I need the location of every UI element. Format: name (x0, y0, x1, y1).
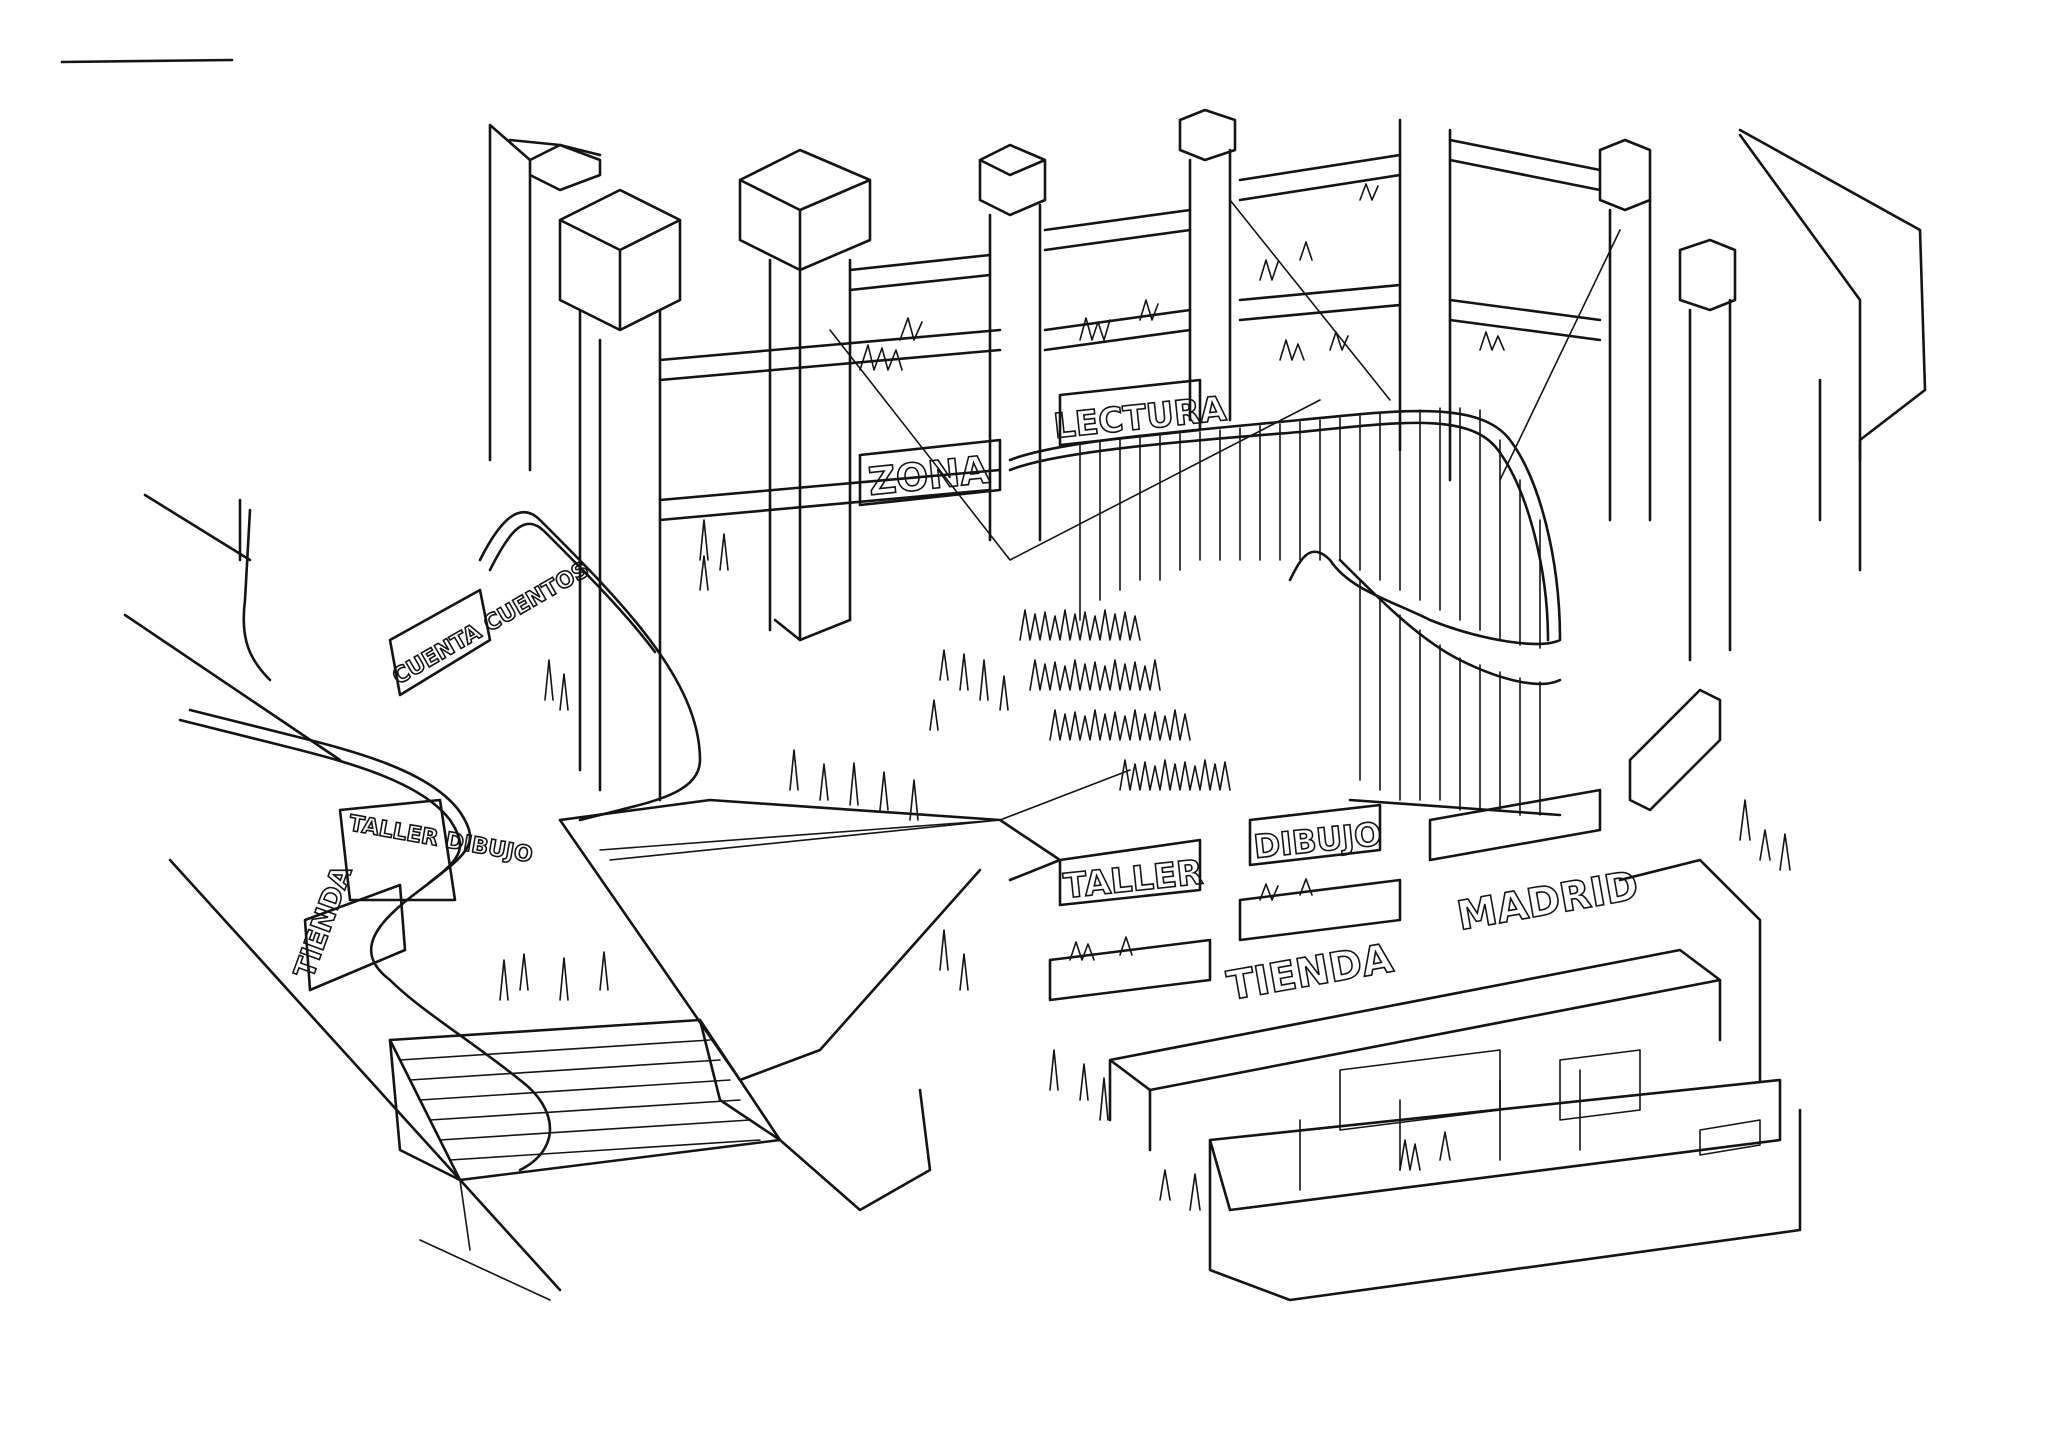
floor-plane (558, 798, 1062, 1082)
back-facade (123, 108, 1927, 1292)
left-ribbon-rail (178, 508, 702, 1172)
guide-lines (599, 199, 1621, 851)
central-garden (929, 609, 1231, 791)
margin-stroke (60, 58, 234, 64)
sign-madrid: MADRID (1454, 863, 1642, 940)
sign-taller: TALLER (1062, 853, 1205, 907)
sign-tienda-left: TIENDA (288, 861, 359, 983)
stairway (388, 1018, 932, 1301)
sign-tienda-right: TIENDA (1224, 936, 1397, 1010)
window-plants (859, 183, 1505, 371)
left-signs: CUENTA CUENTOS TALLER DIBUJO TIENDA (287, 557, 594, 992)
ribbon-screen (1008, 407, 1562, 817)
scattered-grasses (499, 519, 1109, 1121)
sign-dibujo: DIBUJO (1252, 815, 1383, 866)
sign-taller-dibujo-left: TALLER DIBUJO (347, 811, 534, 868)
activity-area: TALLER DIBUJO MADRID TIENDA (1048, 688, 1802, 1302)
